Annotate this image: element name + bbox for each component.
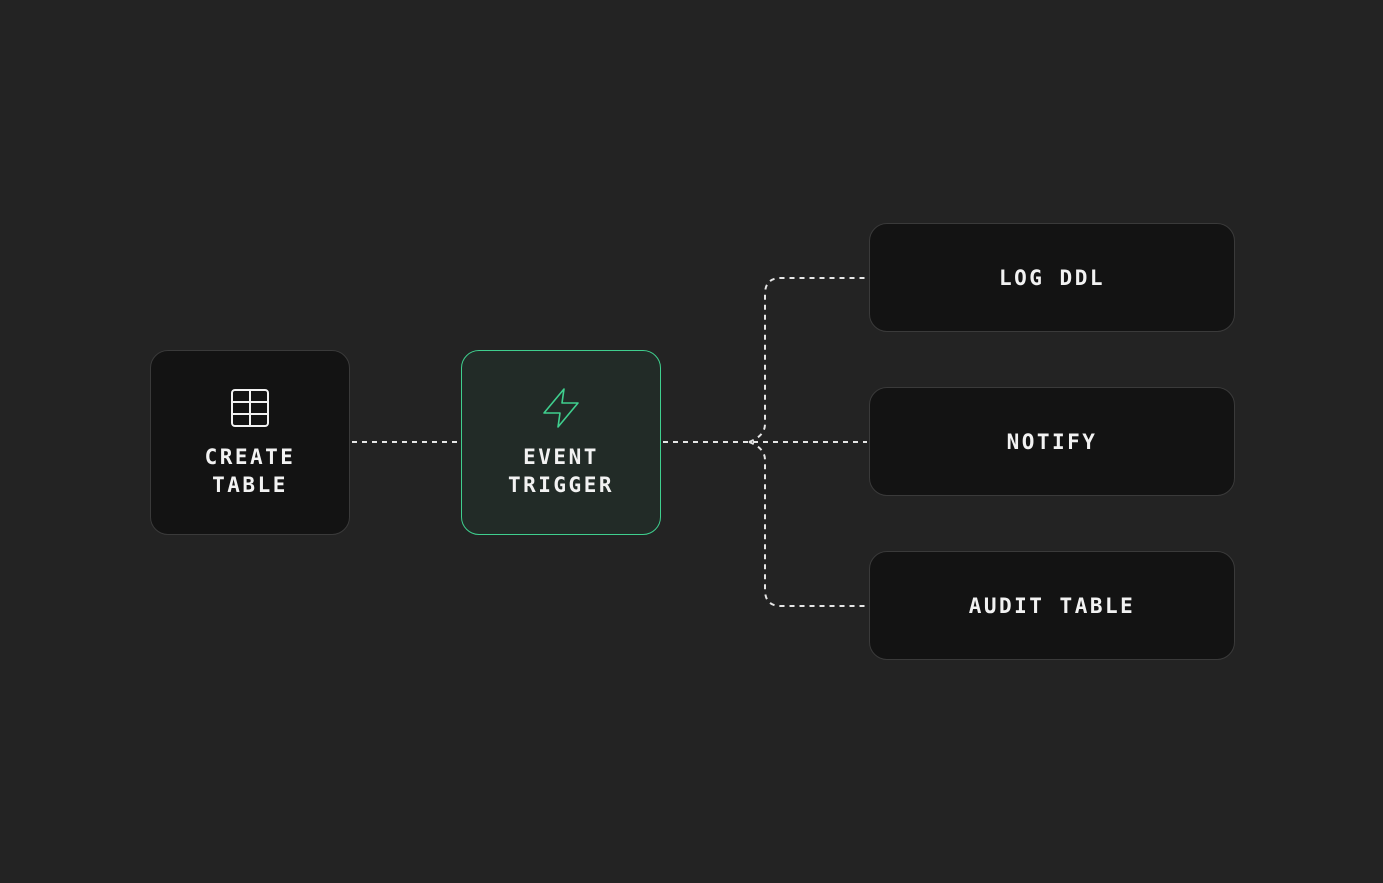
audit-table-node[interactable]: AUDIT TABLE [869, 551, 1235, 660]
create-table-label: CREATE TABLE [204, 444, 296, 497]
connector-branch-log-ddl [748, 277, 867, 443]
create-table-node[interactable]: CREATE TABLE [150, 350, 350, 535]
log-ddl-node[interactable]: LOG DDL [869, 223, 1235, 332]
notify-label: NOTIFY [1006, 429, 1098, 454]
event-trigger-node[interactable]: EVENT TRIGGER [461, 350, 661, 535]
lightning-bolt-icon [543, 387, 579, 428]
table-grid-icon [231, 388, 269, 427]
audit-table-label: AUDIT TABLE [968, 593, 1136, 618]
notify-node[interactable]: NOTIFY [869, 387, 1235, 496]
event-trigger-label: EVENT TRIGGER [507, 444, 614, 497]
log-ddl-label: LOG DDL [998, 265, 1105, 290]
connector-branch-audit-table [748, 441, 867, 607]
